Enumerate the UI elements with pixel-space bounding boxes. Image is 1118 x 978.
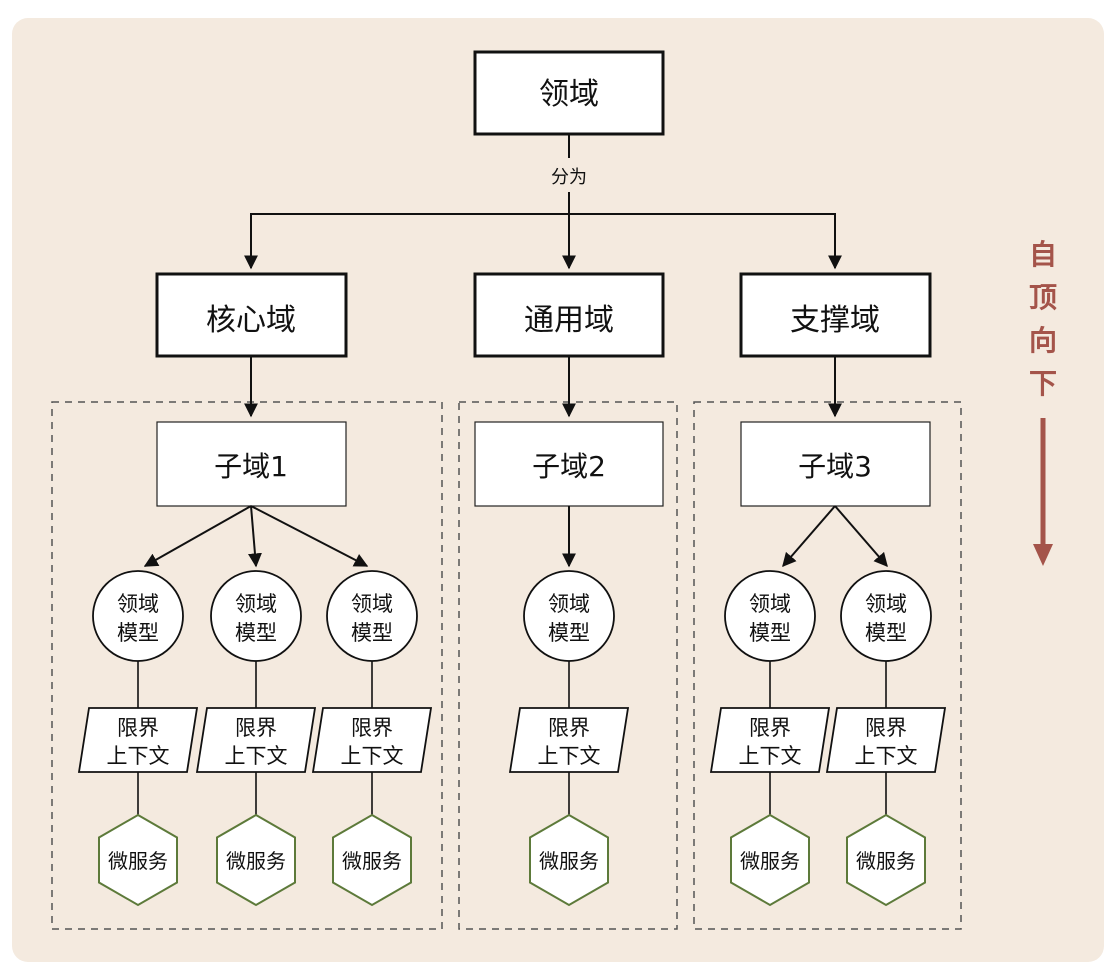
microservice-node: 微服务	[98, 813, 178, 907]
domain-model-line-2: 模型	[749, 621, 791, 645]
direction-arrow-head	[1033, 544, 1053, 566]
subdomain-1-node: 子域1	[156, 421, 347, 507]
microservice-node: 微服务	[846, 813, 926, 907]
bounded-context-line-2: 上下文	[225, 744, 288, 768]
bounded-context-line-1: 限界	[235, 716, 277, 740]
supporting-domain-node: 支撑域	[739, 272, 932, 358]
subdomain-1-to-model-2-arrow	[247, 505, 262, 568]
microservice-node: 微服务	[332, 813, 412, 907]
domain-model-line-2: 模型	[235, 621, 277, 645]
subdomain-1-label: 子域1	[214, 450, 288, 483]
direction-char-3: 向	[1029, 324, 1057, 357]
generic-domain-node: 通用域	[473, 272, 665, 358]
microservice-label: 微服务	[108, 849, 168, 873]
microservice-node: 微服务	[216, 813, 296, 907]
bounded-context-line-2: 上下文	[538, 744, 601, 768]
subdomain-1-to-model-1-arrow	[143, 505, 252, 567]
domain-model-line-1: 领域	[117, 592, 159, 616]
root-domain-label: 领域	[539, 77, 599, 112]
domain-model-line-1: 领域	[865, 592, 907, 616]
domain-model-line-1: 领域	[749, 592, 791, 616]
subdomain-3-node: 子域3	[740, 421, 931, 507]
bounded-context-line-2: 上下文	[107, 744, 170, 768]
direction-char-2: 顶	[1029, 281, 1057, 314]
microservice-label: 微服务	[539, 849, 599, 873]
microservice-node: 微服务	[529, 813, 609, 907]
domain-model-line-2: 模型	[865, 621, 907, 645]
generic-domain-label: 通用域	[524, 303, 614, 338]
subdomain-3-to-model-2-arrow	[834, 505, 888, 568]
bounded-context-line-1: 限界	[749, 716, 791, 740]
top-down-indicator: 自 顶 向 下	[1029, 238, 1057, 566]
microservice-label: 微服务	[740, 849, 800, 873]
domain-model-line-1: 领域	[235, 592, 277, 616]
core-domain-label: 核心域	[206, 303, 296, 338]
bounded-context-line-1: 限界	[865, 716, 907, 740]
subdomain-3-to-model-1-arrow	[782, 505, 836, 568]
microservice-node: 微服务	[730, 813, 810, 907]
domain-model-line-2: 模型	[351, 621, 393, 645]
bounded-context-line-1: 限界	[351, 716, 393, 740]
subdomain-3-label: 子域3	[798, 450, 872, 483]
core-domain-node: 核心域	[155, 272, 348, 358]
branch-connector	[244, 213, 842, 270]
subdomain-1-to-model-3-arrow	[250, 505, 369, 567]
direction-char-1: 自	[1029, 238, 1057, 271]
bounded-context-line-2: 上下文	[341, 744, 404, 768]
subdomain-2-node: 子域2	[474, 421, 664, 507]
subdomain-2-label: 子域2	[532, 450, 606, 483]
microservice-label: 微服务	[342, 849, 402, 873]
domain-model-line-2: 模型	[117, 621, 159, 645]
bounded-context-line-2: 上下文	[739, 744, 802, 768]
root-domain-node: 领域	[473, 50, 665, 136]
core-domain-group	[51, 401, 443, 930]
domain-model-line-2: 模型	[548, 621, 590, 645]
bounded-context-line-2: 上下文	[855, 744, 918, 768]
supporting-domain-label: 支撑域	[790, 303, 880, 338]
bounded-context-line-1: 限界	[117, 716, 159, 740]
supporting-domain-group	[693, 401, 962, 930]
domain-model-line-1: 领域	[351, 592, 393, 616]
microservice-label: 微服务	[226, 849, 286, 873]
microservice-label: 微服务	[856, 849, 916, 873]
domain-model-line-1: 领域	[548, 592, 590, 616]
bounded-context-line-1: 限界	[548, 716, 590, 740]
split-label: 分为	[551, 167, 587, 188]
direction-char-4: 下	[1029, 367, 1057, 400]
